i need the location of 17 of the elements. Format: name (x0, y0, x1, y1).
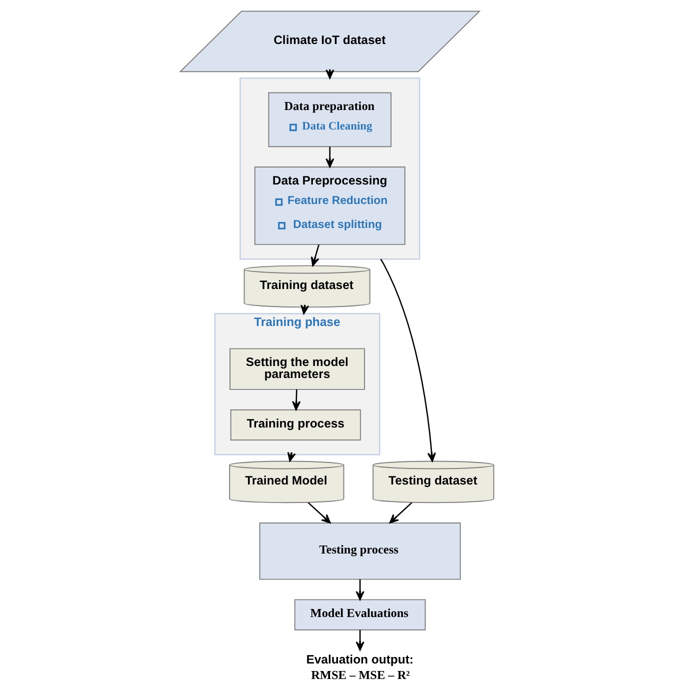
arrow (355, 630, 364, 651)
arrow (325, 146, 334, 168)
node-box: Training process (230, 409, 360, 440)
arrow (310, 244, 319, 266)
node-box: Model Evaluations (294, 599, 426, 630)
arrow (380, 258, 436, 462)
node-box: Testing process (258, 522, 460, 580)
node-box: Data preparation Data Cleaning (268, 92, 391, 148)
node-box: Data Preprocessing Feature Reduction Dataset splitting (254, 166, 405, 245)
arrow (307, 502, 330, 524)
arrow (300, 304, 309, 314)
node-text: Evaluation output: RMSE – MSE – R² (306, 652, 413, 682)
node-box: Setting the model parameters (229, 348, 364, 390)
arrow (355, 579, 364, 600)
arrow (325, 69, 334, 79)
arrow (291, 389, 300, 410)
arrow (388, 502, 412, 524)
